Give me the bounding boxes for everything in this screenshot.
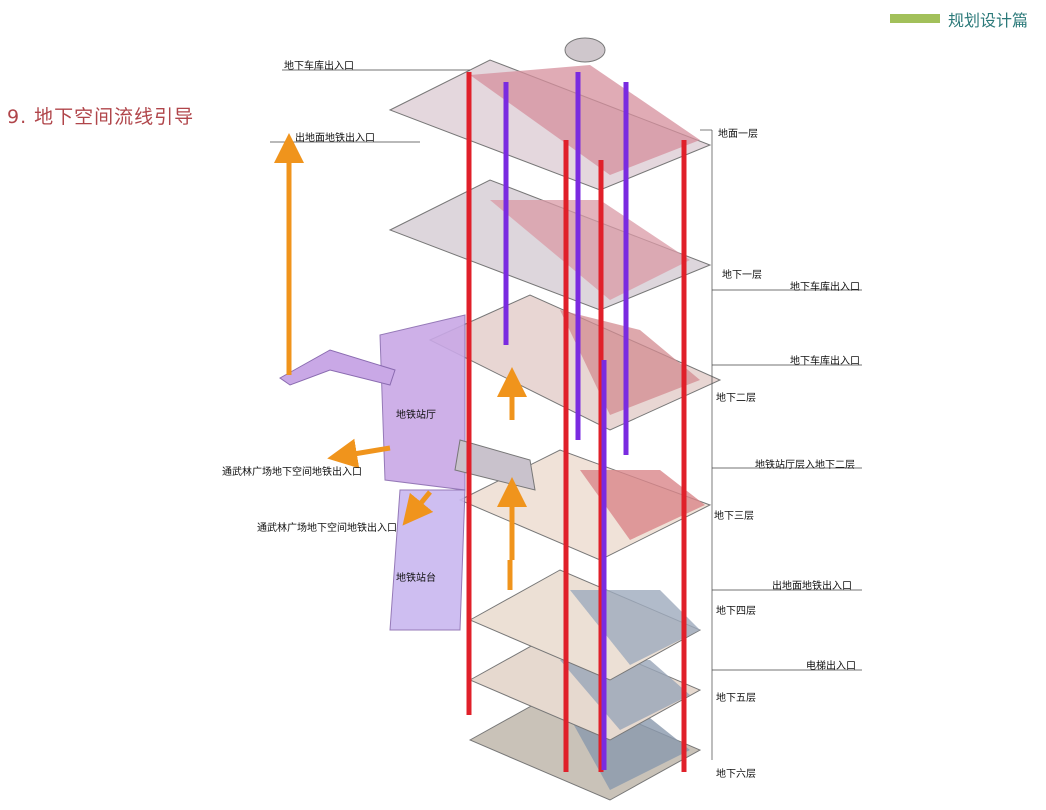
- label-hall-to-b2: 地铁站厅层入地下二层: [755, 460, 855, 471]
- label-b5: 地下五层: [716, 693, 756, 704]
- label-metro-exit-ground-left: 出地面地铁出入口: [295, 133, 375, 144]
- label-garage-b1: 地下车库出入口: [790, 282, 860, 293]
- label-metro-hall: 地铁站厅: [396, 410, 436, 421]
- label-b1: 地下一层: [722, 270, 762, 281]
- label-garage-b2: 地下车库出入口: [790, 356, 860, 367]
- label-plaza-exit-2: 通武林广场地下空间地铁出入口: [257, 523, 397, 534]
- purple-flow-lines: [503, 72, 629, 770]
- red-flow-lines: [466, 72, 687, 772]
- label-elevator: 电梯出入口: [806, 661, 856, 672]
- floor-b1: [388, 179, 712, 311]
- header-title: 规划设计篇: [948, 11, 1029, 30]
- section-title: 9. 地下空间流线引导: [7, 106, 195, 128]
- floor-b2: [428, 294, 722, 431]
- label-metro-exit-ground-right: 出地面地铁出入口: [772, 581, 852, 592]
- metro-platform-block: [389, 489, 466, 631]
- label-plaza-exit-1: 通武林广场地下空间地铁出入口: [222, 467, 362, 478]
- label-ground-floor: 地面一层: [718, 129, 758, 140]
- label-b6: 地下六层: [716, 769, 756, 780]
- label-b4: 地下四层: [716, 606, 756, 617]
- floor-b5: [468, 629, 702, 741]
- metro-hall-block: [379, 314, 466, 491]
- header-accent-bar: [890, 14, 940, 23]
- label-b3: 地下三层: [714, 511, 754, 522]
- orange-flow-arrows: [274, 133, 527, 590]
- label-b2: 地下二层: [716, 393, 756, 404]
- label-garage-top: 地下车库出入口: [284, 61, 354, 72]
- floor-ground: [388, 37, 712, 191]
- label-metro-platform: 地铁站台: [396, 573, 436, 584]
- leader-lines: [270, 69, 862, 760]
